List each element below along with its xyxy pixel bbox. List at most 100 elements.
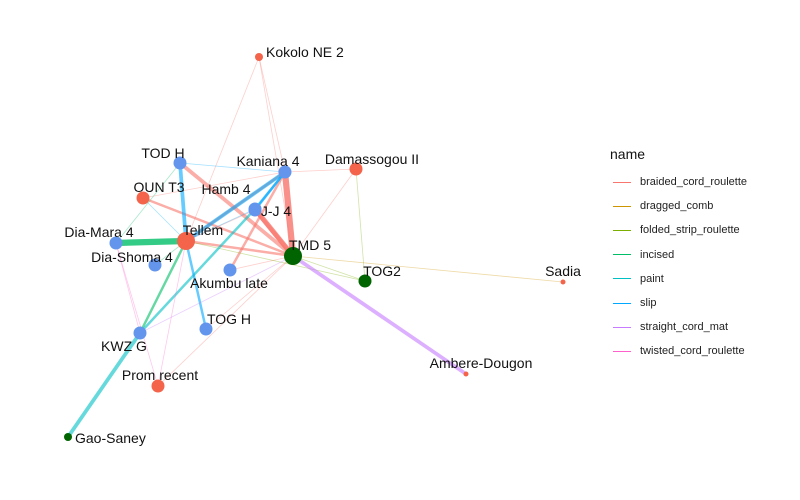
edge-jj4-tmd5 bbox=[253, 208, 295, 258]
edge-tmd5-ambere bbox=[291, 254, 468, 376]
edge-ount3-tellem bbox=[142, 197, 187, 242]
node-togh[interactable] bbox=[199, 322, 213, 336]
node-label-gao: Gao-Saney bbox=[75, 430, 146, 446]
legend-key-line bbox=[613, 229, 631, 231]
node-prom[interactable] bbox=[151, 379, 165, 393]
node-todh[interactable] bbox=[173, 156, 187, 170]
edge-todh-tmd5 bbox=[178, 161, 295, 258]
legend-key-line bbox=[613, 326, 631, 328]
node-kwzg[interactable] bbox=[133, 326, 147, 340]
node-label-togh: TOG H bbox=[207, 311, 251, 327]
node-kaniana[interactable] bbox=[278, 165, 292, 179]
edge-tellem-tog2 bbox=[185, 240, 366, 282]
edge-todh-kaniana bbox=[179, 162, 286, 173]
node-diamara[interactable] bbox=[109, 236, 123, 250]
legend-item-incised: incised bbox=[610, 243, 747, 267]
edge-tellem-kaniana bbox=[184, 170, 287, 243]
node-label-todh: TOD H bbox=[141, 145, 184, 161]
legend-label: dragged_comb bbox=[640, 200, 714, 213]
node-label-sadia: Sadia bbox=[545, 263, 581, 279]
edge-ount3-tmd5 bbox=[141, 196, 295, 258]
node-label-kokolo: Kokolo NE 2 bbox=[266, 44, 344, 60]
node-tog2[interactable] bbox=[358, 274, 372, 288]
node-label-tog2: TOG2 bbox=[363, 263, 401, 279]
edge-tellem-togh bbox=[184, 239, 208, 331]
edge-tmd5-akumbu bbox=[229, 255, 294, 271]
edge-tellem-jj4 bbox=[185, 209, 256, 242]
legend-label: incised bbox=[640, 248, 675, 261]
edge-tellem-kwzg bbox=[138, 239, 188, 335]
node-label-akumbu: Akumbu late bbox=[190, 275, 268, 291]
edge-kaniana-tmd5 bbox=[281, 168, 297, 260]
node-label-hamb4: Hamb 4 bbox=[201, 181, 250, 197]
legend-key-line bbox=[613, 350, 631, 352]
edge-diamara-tellem bbox=[112, 237, 190, 247]
edge-tellem-hamb4 bbox=[185, 208, 256, 242]
edge-kaniana-damassogou bbox=[284, 168, 357, 173]
edge-damassogou-tmd5 bbox=[292, 168, 357, 257]
edge-diamara-todh bbox=[115, 162, 181, 244]
node-sadia[interactable] bbox=[560, 279, 566, 285]
edge-kwzg-diamara bbox=[115, 242, 141, 334]
legend-key-line bbox=[613, 278, 631, 280]
node-label-ount3: OUN T3 bbox=[133, 179, 184, 195]
node-damassogou[interactable] bbox=[349, 162, 363, 176]
node-label-tmd5: TMD 5 bbox=[289, 237, 331, 253]
legend-label: slip bbox=[640, 297, 657, 310]
node-akumbu[interactable] bbox=[223, 263, 237, 277]
node-label-diashoma: Dia-Shoma 4 bbox=[91, 249, 173, 265]
legend-label: straight_cord_mat bbox=[640, 321, 729, 334]
edge-tellem-tmd5 bbox=[184, 239, 295, 258]
node-kokolo[interactable] bbox=[255, 53, 263, 61]
node-layer bbox=[64, 53, 566, 441]
legend-label: braided_cord_roulette bbox=[640, 176, 748, 189]
label-layer: Kokolo NE 2 TOD H Kaniana 4 Damassogou II OU… bbox=[64, 44, 581, 446]
edge-akumbu-kaniana bbox=[228, 170, 287, 272]
edge-kwzg-tmd5 bbox=[139, 255, 294, 334]
node-label-damassogou: Damassogou II bbox=[325, 151, 419, 167]
legend-label: paint bbox=[640, 272, 664, 285]
node-jj4[interactable] bbox=[248, 203, 262, 217]
node-label-jj4: J-J 4 bbox=[261, 203, 292, 219]
node-tmd5[interactable] bbox=[284, 247, 302, 265]
edge-prom-tellem bbox=[157, 240, 187, 387]
edge-tmd5-tog2 bbox=[292, 255, 366, 282]
legend-key-line bbox=[613, 302, 631, 304]
edge-kokolo-tmd5 bbox=[258, 56, 294, 257]
node-diashoma[interactable] bbox=[148, 258, 162, 272]
edge-damassogou-tog2 bbox=[355, 168, 366, 282]
edge-ount3-kaniana bbox=[142, 171, 286, 199]
legend-item-dragged-comb: dragged_comb bbox=[610, 194, 747, 218]
edge-tmd5-prom bbox=[157, 255, 294, 387]
node-tellem[interactable] bbox=[177, 232, 195, 250]
node-label-kwzg: KWZ G bbox=[101, 338, 147, 354]
node-label-ambere: Ambere-Dougon bbox=[430, 355, 533, 371]
edge-kwzg-hamb4 bbox=[138, 207, 257, 335]
legend-item-slip: slip bbox=[610, 291, 747, 315]
legend-item-braided-cord-roulette: braided_cord_roulette bbox=[610, 170, 747, 194]
edge-layer bbox=[66, 56, 564, 439]
node-label-kaniana: Kaniana 4 bbox=[236, 153, 299, 169]
legend-items: braided_cord_roulette dragged_comb folded_… bbox=[610, 170, 747, 364]
edge-kokolo-kaniana bbox=[258, 56, 286, 173]
legend-key-line bbox=[613, 205, 631, 207]
legend-item-straight-cord-mat: straight_cord_mat bbox=[610, 315, 747, 339]
legend-item-twisted-cord-roulette: twisted_cord_roulette bbox=[610, 339, 747, 363]
legend-key-line bbox=[613, 254, 631, 256]
legend-label: twisted_cord_roulette bbox=[640, 345, 745, 358]
legend-label: folded_strip_roulette bbox=[640, 224, 740, 237]
node-ount3[interactable] bbox=[136, 191, 150, 205]
node-ambere[interactable] bbox=[463, 371, 469, 377]
node-label-prom: Prom recent bbox=[122, 367, 198, 383]
edge-kwzg-gao bbox=[66, 331, 142, 439]
legend-item-folded-strip-roulette: folded_strip_roulette bbox=[610, 218, 747, 242]
edge-hamb4-kaniana bbox=[253, 170, 287, 211]
edge-prom-diamara bbox=[115, 242, 159, 387]
node-gao[interactable] bbox=[64, 433, 72, 441]
node-label-diamara: Dia-Mara 4 bbox=[64, 224, 133, 240]
edge-tmd5-togh bbox=[205, 255, 294, 330]
legend-key-line bbox=[613, 181, 631, 183]
node-label-tellem: Tellem bbox=[183, 222, 223, 238]
